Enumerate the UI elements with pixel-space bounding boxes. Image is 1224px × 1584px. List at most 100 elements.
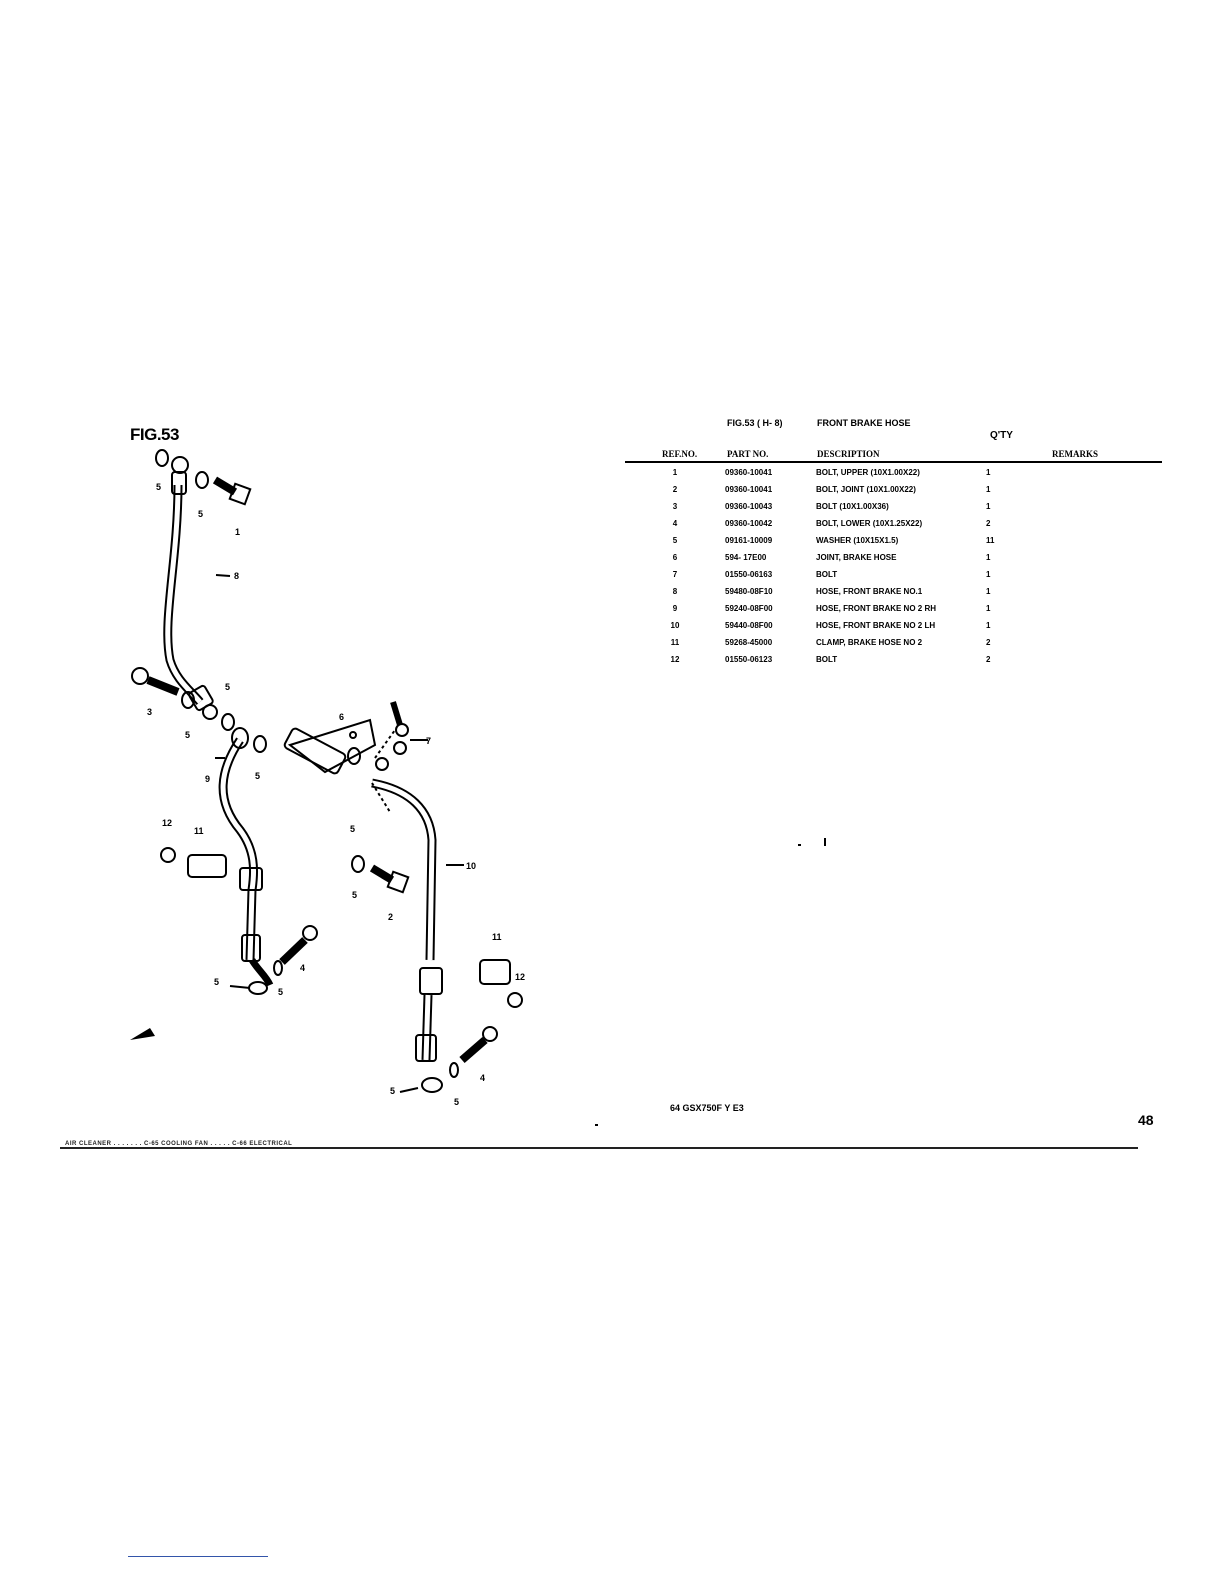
callout-5: 5 <box>350 824 355 834</box>
remarks-cell <box>1016 532 1162 549</box>
callout-5: 5 <box>278 987 283 997</box>
ref-no-cell: 6 <box>672 553 678 562</box>
qty-cell: 1 <box>986 502 991 511</box>
part-no-cell: 01550-06163 <box>725 570 773 579</box>
callout-12: 12 <box>162 818 172 828</box>
part-no-cell: 01550-06123 <box>725 655 773 664</box>
remarks-cell <box>1016 617 1162 634</box>
qty-cell: 1 <box>986 553 991 562</box>
qty-cell: 1 <box>986 485 991 494</box>
ref-no-cell: 10 <box>670 621 680 630</box>
description-cell: BOLT, UPPER (10X1.00X22) <box>816 468 920 477</box>
part-no-cell: 59480-08F10 <box>725 587 773 596</box>
header-rule <box>625 461 1162 463</box>
part-no-cell: 59240-08F00 <box>725 604 773 613</box>
description-cell: BOLT (10X1.00X36) <box>816 502 889 511</box>
callout-1: 1 <box>235 527 240 537</box>
description-cell: BOLT <box>816 655 838 664</box>
qty-cell: 1 <box>986 570 991 579</box>
remarks-cell <box>1016 464 1162 481</box>
ref-no-cell: 5 <box>672 536 678 545</box>
scan-speck <box>595 1124 598 1126</box>
remarks-cell <box>1016 600 1162 617</box>
ref-no-cell: 7 <box>672 570 678 579</box>
callout-5: 5 <box>454 1097 459 1107</box>
callout-5: 5 <box>214 977 219 987</box>
part-no-cell: 594- 17E00 <box>725 553 767 562</box>
model-code: 64 GSX750F Y E3 <box>670 1103 744 1113</box>
ref-no-cell: 8 <box>672 587 678 596</box>
qty-column-header: Q'TY <box>990 430 1013 441</box>
description-cell: HOSE, FRONT BRAKE NO.1 <box>816 587 923 596</box>
table-row: 2 09360-10041 BOLT, JOINT (10X1.00X22) 1 <box>625 481 1162 498</box>
callout-11: 11 <box>194 826 204 836</box>
remarks-column-header: REMARKS <box>1052 449 1099 459</box>
callout-4: 4 <box>480 1073 485 1083</box>
description-column-header: DESCRIPTION <box>817 449 880 459</box>
ref-no-column-header: REF.NO. <box>662 449 698 459</box>
qty-cell: 11 <box>986 536 995 545</box>
scan-speck <box>798 844 801 846</box>
table-row: 5 09161-10009 WASHER (10X15X1.5) 11 <box>625 532 1162 549</box>
description-cell: CLAMP, BRAKE HOSE NO 2 <box>816 638 923 647</box>
qty-cell: 2 <box>986 638 991 647</box>
table-title: FRONT BRAKE HOSE <box>817 418 911 428</box>
description-cell: BOLT, LOWER (10X1.25X22) <box>816 519 923 528</box>
remarks-cell <box>1016 481 1162 498</box>
ref-no-cell: 1 <box>672 468 678 477</box>
table-row: 9 59240-08F00 HOSE, FRONT BRAKE NO 2 RH 1 <box>625 600 1162 617</box>
part-no-cell: 09360-10042 <box>725 519 773 528</box>
table-row: 11 59268-45000 CLAMP, BRAKE HOSE NO 2 2 <box>625 634 1162 651</box>
callout-7: 7 <box>426 736 431 746</box>
callout-5: 5 <box>225 682 230 692</box>
remarks-cell <box>1016 498 1162 515</box>
table-row: 4 09360-10042 BOLT, LOWER (10X1.25X22) 2 <box>625 515 1162 532</box>
remarks-cell <box>1016 634 1162 651</box>
ref-no-cell: 3 <box>672 502 678 511</box>
part-no-cell: 59440-08F00 <box>725 621 773 630</box>
section-index-strip: AIR CLEANER . . . . . . . C-65 COOLING F… <box>65 1141 293 1147</box>
callout-8: 8 <box>234 571 239 581</box>
description-cell: BOLT <box>816 570 838 579</box>
qty-cell: 1 <box>986 621 991 630</box>
ref-no-cell: 4 <box>672 519 678 528</box>
remarks-cell <box>1016 515 1162 532</box>
brake-hose-exploded-diagram: 5 5 1 8 3 5 5 6 7 5 9 5 12 11 10 5 2 4 5… <box>130 449 525 1107</box>
scan-speck <box>824 838 826 846</box>
description-cell: BOLT, JOINT (10X1.00X22) <box>816 485 916 494</box>
figure-title: FIG.53 <box>130 425 179 444</box>
ref-no-cell: 9 <box>672 604 678 613</box>
description-cell: HOSE, FRONT BRAKE NO 2 RH <box>816 604 937 613</box>
page-link-underline <box>128 1556 268 1557</box>
part-no-cell: 09360-10043 <box>725 502 773 511</box>
remarks-cell <box>1016 549 1162 566</box>
part-no-cell: 09360-10041 <box>725 485 773 494</box>
callout-6: 6 <box>339 712 344 722</box>
part-no-cell: 59268-45000 <box>725 638 773 647</box>
qty-cell: 2 <box>986 519 991 528</box>
qty-cell: 1 <box>986 604 991 613</box>
callout-5: 5 <box>255 771 260 781</box>
remarks-cell <box>1016 583 1162 600</box>
callout-11: 11 <box>492 932 502 942</box>
ref-no-cell: 12 <box>670 655 680 664</box>
description-cell: WASHER (10X15X1.5) <box>816 536 899 545</box>
callout-5: 5 <box>156 482 161 492</box>
callout-5: 5 <box>390 1086 395 1096</box>
callout-5: 5 <box>198 509 203 519</box>
callout-5: 5 <box>185 730 190 740</box>
callout-5: 5 <box>352 890 357 900</box>
ref-no-cell: 11 <box>670 638 680 647</box>
ref-no-cell: 2 <box>672 485 678 494</box>
part-no-cell: 09161-10009 <box>725 536 773 545</box>
description-cell: JOINT, BRAKE HOSE <box>816 553 897 562</box>
part-no-column-header: PART NO. <box>727 449 769 459</box>
part-no-cell: 09360-10041 <box>725 468 773 477</box>
remarks-cell <box>1016 651 1162 668</box>
remarks-cell <box>1016 566 1162 583</box>
